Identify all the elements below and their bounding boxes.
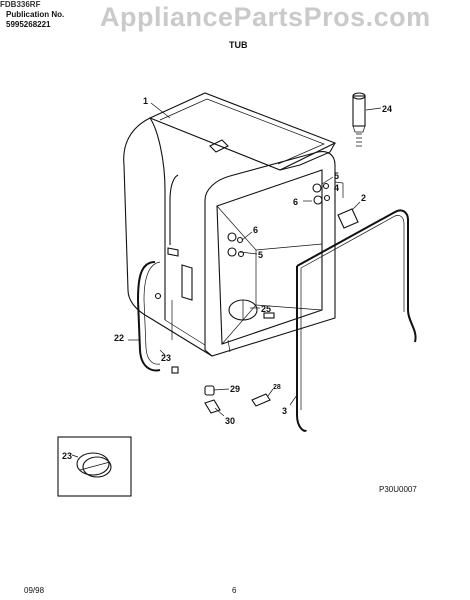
bracket-part — [337, 208, 359, 229]
inset-detail — [57, 436, 132, 497]
tub-body — [123, 92, 337, 357]
footer-page-number: 6 — [232, 586, 237, 595]
diagram-code: P30U0007 — [379, 485, 417, 494]
callout-4: 4 — [334, 183, 339, 193]
vent-hose — [352, 92, 366, 147]
callout-3: 3 — [282, 406, 287, 416]
drain-hose — [136, 261, 161, 372]
model-number: FDB336RF — [0, 0, 41, 9]
publication-label: Publication No. — [6, 10, 65, 19]
fasteners-upper — [227, 182, 331, 258]
leader-lines — [71, 102, 382, 458]
callout-28: 28 — [273, 384, 281, 391]
tub-floor-part — [228, 299, 275, 321]
callout-5-upper: 5 — [334, 171, 339, 181]
callout-5-lower: 5 — [258, 250, 263, 260]
publication-number: 5995268221 — [6, 20, 51, 29]
hose-clips — [154, 292, 179, 374]
callout-29: 29 — [230, 384, 240, 394]
section-title: TUB — [229, 40, 248, 50]
callout-23: 23 — [161, 353, 171, 363]
callout-6-lower: 6 — [253, 225, 258, 235]
callout-22: 22 — [114, 333, 124, 343]
callout-24: 24 — [382, 104, 392, 114]
callout-6-upper: 6 — [293, 197, 298, 207]
callout-2: 2 — [361, 193, 366, 203]
lower-fittings — [204, 385, 271, 414]
door-gasket — [296, 209, 417, 432]
watermark: AppliancePartsPros.com — [100, 2, 431, 32]
footer-date: 09/98 — [24, 586, 45, 595]
callout-30: 30 — [225, 416, 235, 426]
callout-23-inset: 23 — [62, 451, 72, 461]
callout-25: 25 — [261, 304, 271, 314]
callout-1: 1 — [143, 96, 148, 106]
